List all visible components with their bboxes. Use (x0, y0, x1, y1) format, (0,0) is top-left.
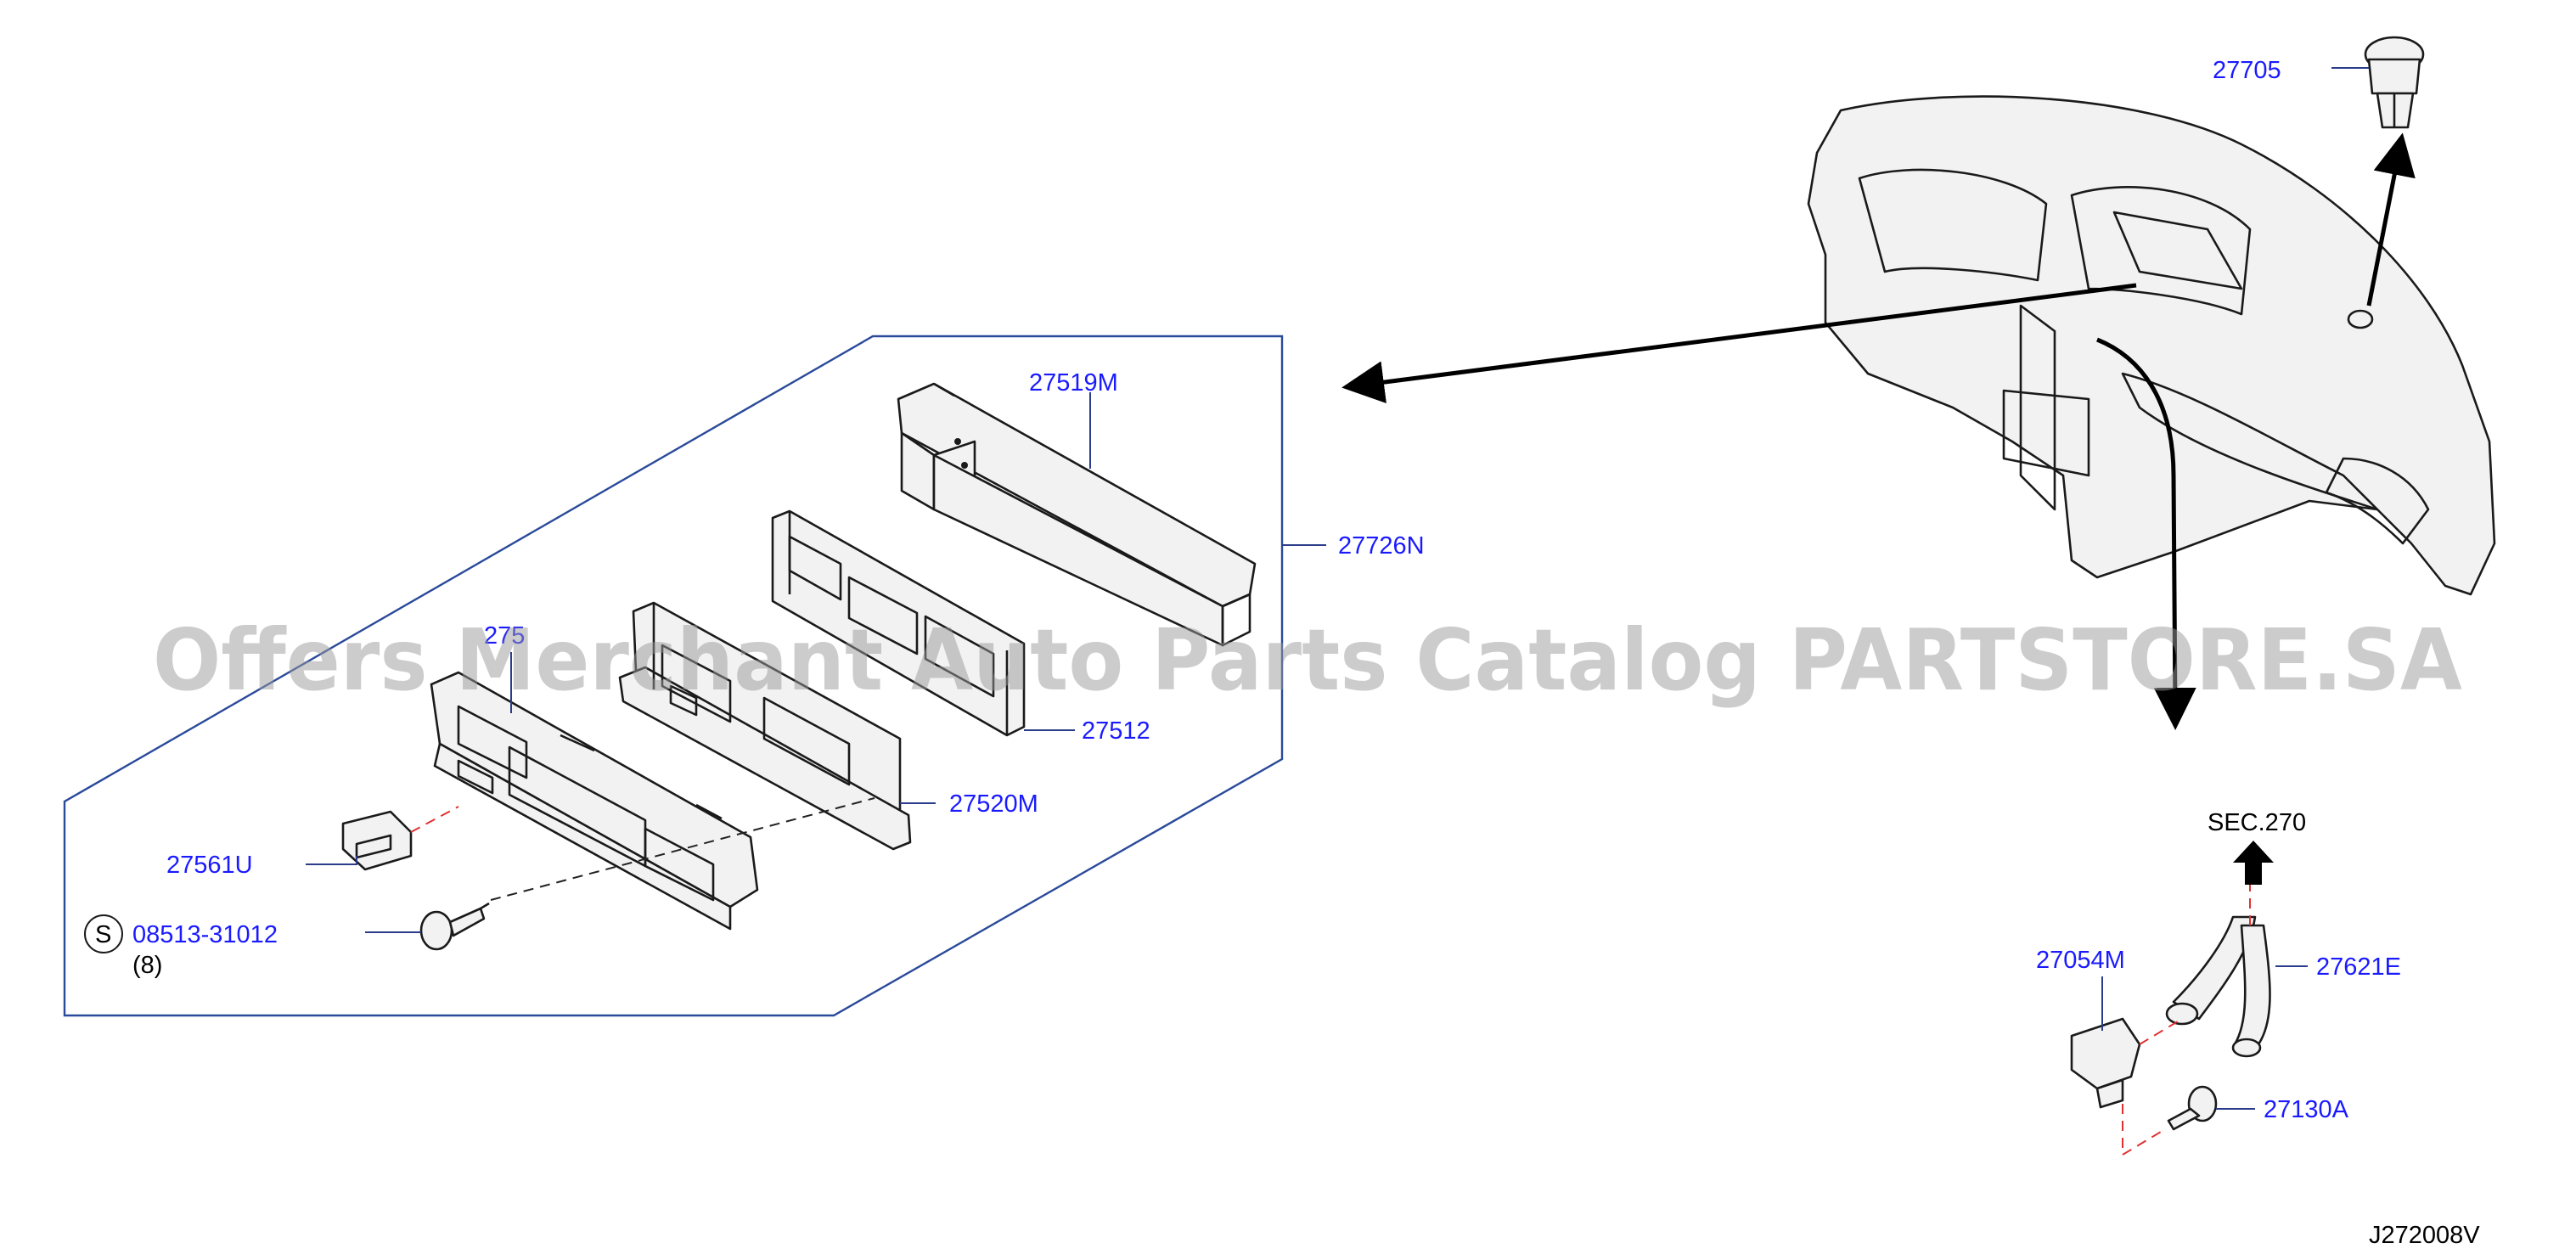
label-27054m: 27054M (2036, 947, 2125, 974)
label-27520m: 27520M (949, 790, 1038, 818)
label-27130a: 27130A (2264, 1096, 2349, 1123)
arrow-to-assembly (1341, 283, 2137, 403)
circuit-panel-27512 (771, 509, 1026, 737)
label-27512: 27512 (1082, 717, 1150, 745)
front-bezel-27510 (430, 671, 759, 931)
sensor-dash-line (410, 806, 459, 833)
assembly-frame (63, 335, 1284, 1017)
label-sec270: SEC.270 (2208, 809, 2306, 836)
label-27561u: 27561U (166, 852, 253, 879)
hose-group (2070, 915, 2271, 1131)
clip-27705 (2364, 36, 2425, 129)
assembly-dash-line (490, 797, 875, 901)
watermark: Offers Merchant Auto Parts Catalog PARTS… (153, 610, 2462, 710)
label-screw-part: 08513-31012 (132, 921, 278, 948)
clip-dash-line (2139, 1018, 2183, 1045)
dashboard-illustration (1807, 95, 2496, 596)
label-screw-symbol: S (95, 921, 111, 948)
label-27510-partial: 275 (484, 622, 525, 650)
arrow-to-hose (2096, 337, 2196, 730)
screw-dash-line (2122, 1104, 2166, 1156)
leader-27561u (306, 856, 357, 865)
arrow-to-clip (2366, 132, 2416, 307)
diagram-code: J272008V (2369, 1222, 2480, 1249)
panel-27520m (618, 601, 912, 851)
label-27621e: 27621E (2316, 953, 2401, 981)
label-27726n: 27726N (1338, 532, 1425, 560)
screw-08513-31012 (419, 902, 490, 951)
label-27705: 27705 (2213, 57, 2281, 84)
sec270-arrow (2233, 841, 2274, 885)
label-screw-qty: (8) (132, 952, 162, 979)
screw-symbol-circle (84, 914, 123, 953)
sensor-27561u (341, 810, 413, 871)
label-27519m: 27519M (1029, 369, 1118, 397)
bracket-27519m (897, 382, 1257, 647)
